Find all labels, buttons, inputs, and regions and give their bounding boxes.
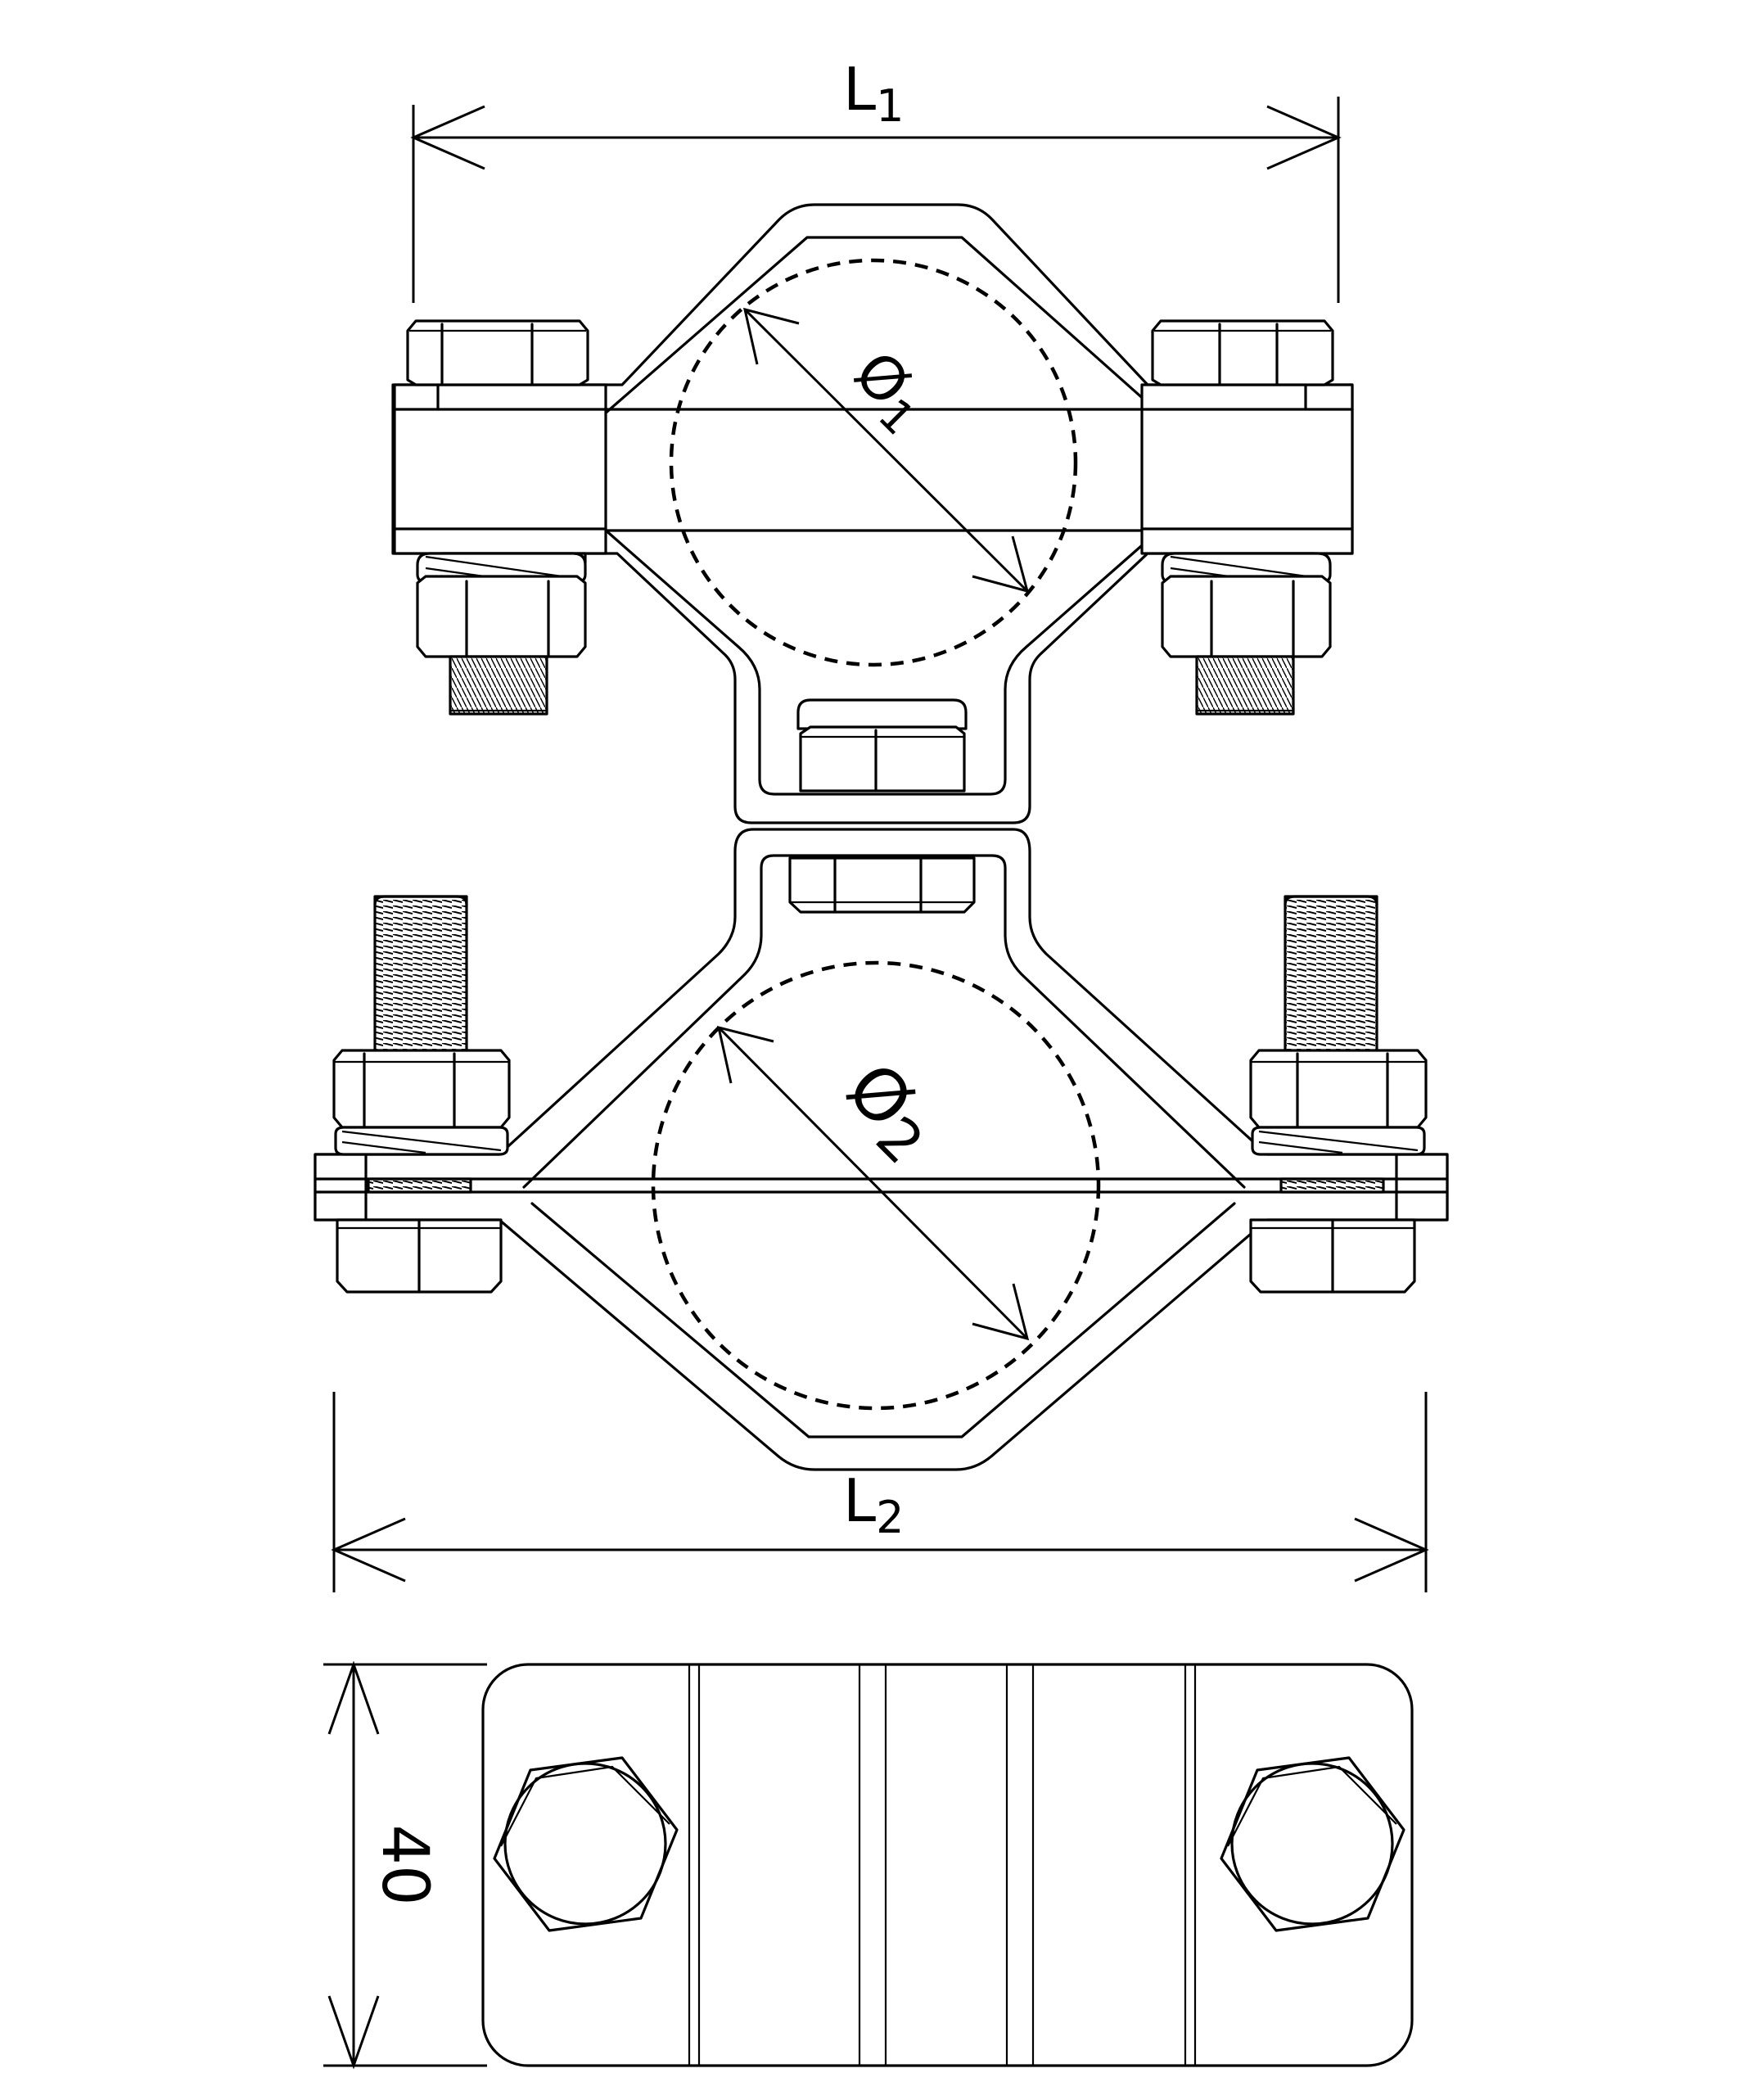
lower-left-clamp-bar [314,1153,368,1222]
lower-right-bolt [1249,895,1428,1294]
height-dimension: 40 [323,1660,487,2070]
upper-strap-inner [602,236,1162,416]
upper-centre-nut [796,698,968,793]
lower-right-clamp-bar [1395,1153,1449,1222]
l1-label: L1 [843,55,904,132]
upper-clamp: Ø1 [391,203,1354,824]
plan-left-bolt [493,1756,679,1932]
pipe-circle-2 [651,960,1101,1411]
d2-dimension: Ø2 [717,1025,1030,1341]
d2-label: Ø2 [824,1047,954,1177]
upper-strap-outer [391,203,1354,824]
plan-view [481,1663,1414,2067]
d1-label: Ø1 [836,338,943,445]
upper-left-bolt-head [406,319,589,386]
lower-left-bolt [332,895,511,1294]
l2-dimension: L2 [331,1392,1429,1592]
plan-view-plate [481,1663,1414,2067]
l2-label: L2 [843,1466,904,1543]
upper-right-clamp-bar [1140,383,1354,555]
lower-strap-outer [314,828,1449,1471]
d1-dimension: Ø1 [743,307,1030,594]
upper-left-nut-assembly [416,552,587,716]
lower-strap-inner [530,1202,1236,1438]
upper-right-bolt-head [1151,319,1334,386]
lower-clamp: Ø2 [314,828,1449,1471]
upper-right-nut-assembly [1161,552,1332,716]
height-label: 40 [368,1824,441,1905]
l1-dimension: L1 [410,55,1342,303]
lower-centre-nut [788,856,976,914]
pipe-circle-1 [669,258,1078,667]
plan-right-bolt [1220,1756,1405,1932]
